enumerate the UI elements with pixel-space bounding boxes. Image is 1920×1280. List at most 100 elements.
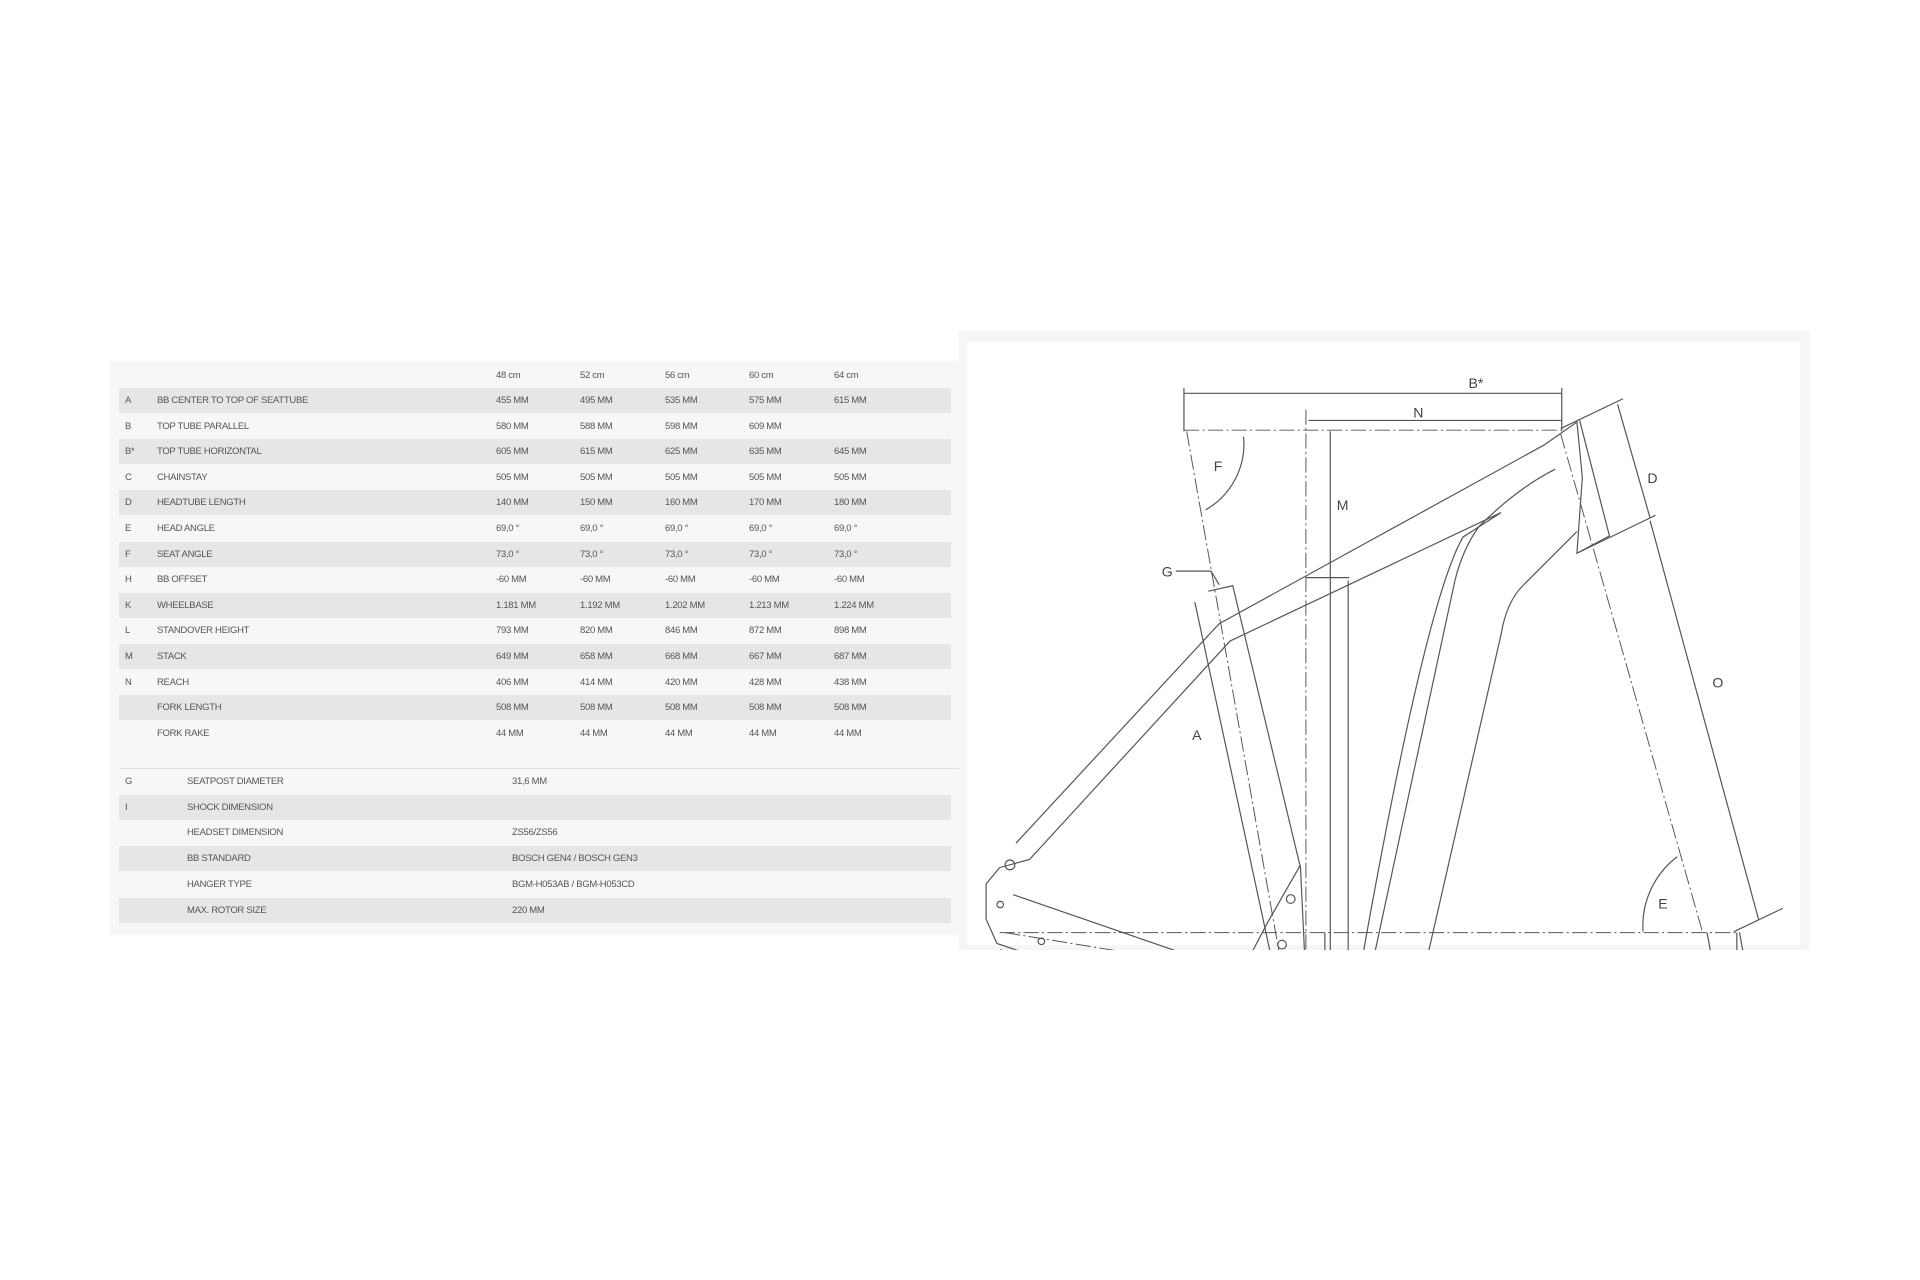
row-code: F [125, 548, 131, 560]
row-label: HANGER TYPE [187, 878, 252, 890]
row-value: 495 MM [580, 395, 613, 406]
row-label: BB STANDARD [187, 853, 251, 865]
row-code: G [125, 776, 133, 787]
size-header: 60 cm [749, 370, 774, 381]
row-value: 505 MM [749, 471, 782, 483]
row-value: 605 MM [496, 446, 529, 458]
row-value: 69,0 ° [665, 523, 689, 534]
label-g: G [1162, 564, 1173, 580]
seat-stay [1013, 864, 1302, 950]
row-value: 535 MM [665, 395, 698, 406]
row-value: 588 MM [580, 420, 613, 432]
row-value: 170 MM [749, 497, 782, 509]
row-value: 44 MM [834, 727, 862, 739]
row-code: K [125, 599, 132, 611]
row-value: 658 MM [580, 651, 613, 662]
dim-d-line [1617, 404, 1651, 519]
row-value: 406 MM [496, 676, 529, 688]
seat-tube [1208, 585, 1306, 950]
row-value: 575 MM [749, 395, 782, 406]
spec-row: BB STANDARD BOSCH GEN4 / BOSCH GEN3 [119, 846, 951, 872]
row-code: M [125, 651, 133, 662]
label-m: M [1337, 497, 1349, 513]
spec-row: HANGER TYPE BGM-H053AB / BGM-H053CD [119, 872, 951, 897]
row-value: 580 MM [496, 420, 529, 432]
row-value: 609 MM [749, 420, 782, 432]
row-value: ZS56/ZS56 [512, 827, 558, 839]
geometry-row: F SEAT ANGLE 73,0 ° 73,0 ° 73,0 ° 73,0 ° 73,0 … [119, 541, 951, 567]
row-value: 687 MM [834, 651, 867, 662]
row-value: 1.202 MM [665, 599, 705, 611]
row-value: 69,0 ° [496, 523, 520, 534]
row-value: 668 MM [665, 651, 698, 662]
dim-o-line [1649, 520, 1760, 920]
down-tube-front [1374, 468, 1556, 950]
row-code: H [125, 574, 132, 586]
row-label: BB CENTER TO TOP OF SEATTUBE [157, 395, 309, 406]
row-value: 1.192 MM [580, 599, 620, 611]
row-label: BB OFFSET [157, 574, 208, 586]
row-value: 73,0 ° [749, 548, 773, 560]
row-value: 846 MM [665, 625, 698, 637]
row-code: E [125, 523, 132, 534]
row-value: 44 MM [749, 727, 777, 739]
row-value: 1.213 MM [749, 599, 789, 611]
table-header-row: 48 cm 52 cm 56 cm 60 cm 64 cm [119, 363, 951, 388]
row-value: 73,0 ° [665, 548, 689, 560]
row-value: 69,0 ° [580, 523, 604, 534]
row-label: WHEELBASE [157, 599, 214, 611]
row-value: BOSCH GEN4 / BOSCH GEN3 [512, 853, 638, 865]
row-code: C [125, 471, 132, 483]
row-value: 69,0 ° [749, 523, 773, 534]
row-value: BGM-H053AB / BGM-H053CD [512, 878, 635, 890]
row-code: L [125, 625, 130, 637]
row-value: 73,0 ° [834, 548, 858, 560]
size-header: 64 cm [834, 370, 859, 381]
spec-row: G SEATPOST DIAMETER 31,6 MM [119, 769, 951, 794]
centerline-seat-tube [1186, 431, 1280, 950]
row-value: 508 MM [665, 702, 698, 714]
size-header: 52 cm [580, 370, 605, 381]
table-divider [119, 768, 960, 769]
row-value: 31,6 MM [512, 776, 547, 787]
row-value: 455 MM [496, 395, 529, 406]
row-value: 505 MM [665, 471, 698, 483]
row-label: SEAT ANGLE [157, 548, 213, 560]
row-value: 1.224 MM [834, 599, 874, 611]
row-value: 645 MM [834, 446, 867, 458]
row-label: HEADTUBE LENGTH [157, 497, 246, 509]
row-value: 69,0 ° [834, 523, 858, 534]
row-label: HEAD ANGLE [157, 523, 215, 534]
label-o: O [1712, 675, 1723, 691]
angle-e-arc [1642, 856, 1678, 932]
row-value: 180 MM [834, 497, 867, 509]
row-value: 73,0 ° [496, 548, 520, 560]
row-value: 150 MM [580, 497, 613, 509]
row-value: 414 MM [580, 676, 613, 688]
row-label: FORK RAKE [157, 727, 210, 739]
row-code: D [125, 497, 132, 509]
frame-drawing: B* N F M D G O A E H C P K L [985, 375, 1784, 950]
row-value: 508 MM [749, 702, 782, 714]
label-n: N [1413, 405, 1423, 421]
row-value: 508 MM [496, 702, 529, 714]
row-label: SEATPOST DIAMETER [187, 776, 284, 787]
row-value: 635 MM [749, 446, 782, 458]
row-value: 44 MM [665, 727, 693, 739]
row-value: 505 MM [580, 471, 613, 483]
row-value: 428 MM [749, 676, 782, 688]
row-value: 73,0 ° [580, 548, 604, 560]
row-label: MAX. ROTOR SIZE [187, 904, 267, 916]
row-value: 667 MM [749, 651, 782, 662]
row-label: HEADSET DIMENSION [187, 827, 284, 839]
down-tube-rear [1428, 531, 1578, 950]
row-value: 615 MM [834, 395, 867, 406]
top-tube [1015, 420, 1611, 844]
